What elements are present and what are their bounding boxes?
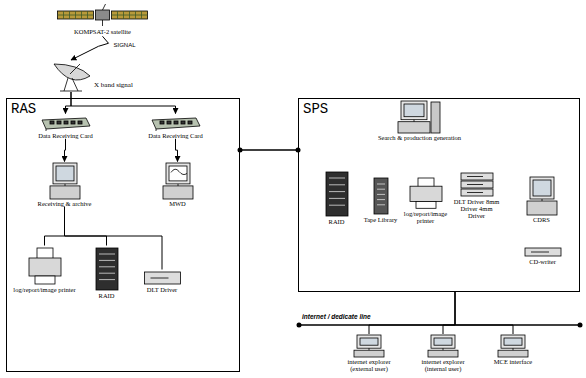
connector — [45, 207, 65, 246]
device-icon — [130, 114, 222, 132]
device-label: DLT Driver — [147, 286, 178, 293]
device-node: RAID — [314, 170, 360, 225]
device-icon — [314, 170, 360, 218]
connector — [176, 139, 178, 162]
device-node: X band signal — [50, 58, 170, 92]
connector — [65, 207, 163, 270]
device-label: internet explorer (external user) — [338, 358, 400, 373]
device-node: log/report/image printer — [10, 246, 80, 293]
device-icon — [482, 334, 544, 358]
device-label: internet explorer (internal user) — [412, 358, 474, 373]
device-node: Search & production generation — [375, 100, 465, 141]
connector — [71, 36, 109, 60]
device-label: RAID — [329, 218, 345, 225]
device-node: DLT Driver — [135, 270, 190, 293]
junction-dot — [578, 323, 583, 328]
system-frame: SPS Search & production generationRAID Tap… — [298, 98, 580, 292]
device-label: KOMPSAT-2 satellite — [74, 28, 131, 35]
device-icon — [25, 162, 105, 200]
device-icon — [454, 172, 500, 198]
device-node: internet explorer (external user) — [338, 334, 400, 373]
device-label: Tape Library — [364, 216, 398, 223]
device-label: CDRS — [533, 216, 550, 223]
device-node: log/report/image printer — [400, 176, 452, 225]
device-label: X band signal — [92, 82, 133, 92]
system-frame: RAS Data Receiving Card Data Receiving Car… — [6, 98, 240, 372]
device-label: Data Receiving Card — [38, 132, 93, 139]
device-icon — [55, 2, 150, 28]
device-node: DLT Driver 8mm Driver 4mm Driver — [454, 172, 500, 220]
connector — [65, 139, 66, 162]
system-title: SPS — [299, 99, 328, 116]
device-label: Search & production generation — [378, 134, 461, 141]
device-icon — [362, 176, 400, 216]
device-label: CD-writer — [529, 258, 556, 265]
device-icon — [10, 246, 80, 286]
device-node: Data Receiving Card — [20, 114, 112, 139]
device-icon — [412, 334, 474, 358]
junction-dot — [238, 148, 243, 153]
connector — [65, 207, 107, 246]
device-icon — [512, 246, 574, 258]
device-node: MWD — [138, 162, 218, 207]
connector — [455, 292, 513, 334]
connector — [71, 92, 176, 114]
device-icon — [50, 58, 92, 92]
device-label: log/report/image printer — [13, 286, 75, 293]
connector — [443, 292, 455, 334]
device-label: Data Receiving Card — [148, 132, 203, 139]
network-label: internet / dedicate line — [300, 314, 373, 321]
device-icon — [512, 176, 572, 216]
device-node: KOMPSAT-2 satellite — [55, 2, 150, 35]
device-icon — [138, 162, 218, 200]
device-label: DLT Driver 8mm Driver 4mm Driver — [454, 198, 500, 220]
device-icon — [400, 176, 452, 210]
device-node: Receiving & archive — [25, 162, 105, 207]
connector — [66, 92, 72, 114]
connector — [240, 149, 298, 151]
device-label: MWD — [169, 200, 186, 207]
device-node: internet explorer (internal user) — [412, 334, 474, 373]
device-node: CD-writer — [512, 246, 574, 265]
device-icon — [135, 270, 190, 286]
device-node: RAID — [82, 246, 132, 299]
edge-label: SIGNAL — [113, 42, 137, 48]
system-title: RAS — [7, 99, 36, 116]
device-label: RAID — [99, 292, 115, 299]
device-icon — [82, 246, 132, 292]
device-label: MCE interface — [494, 358, 532, 365]
device-icon — [20, 114, 112, 132]
device-node: CDRS — [512, 176, 572, 223]
device-icon — [338, 334, 400, 358]
connector — [369, 292, 455, 334]
junction-dot — [297, 323, 302, 328]
device-node: Data Receiving Card — [130, 114, 222, 139]
device-node: MCE interface — [482, 334, 544, 365]
device-label: log/report/image printer — [400, 210, 452, 225]
device-icon — [375, 100, 465, 134]
device-node: Tape Library — [362, 176, 400, 223]
device-label: Receiving & archive — [38, 200, 92, 207]
